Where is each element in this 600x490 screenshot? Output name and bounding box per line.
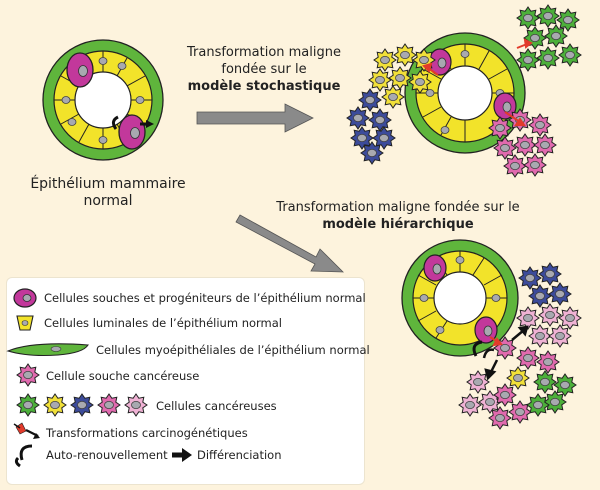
legend-differentiation: Différenciation xyxy=(197,448,282,462)
hierarchical-title-bold: modèle hiérarchique xyxy=(322,217,474,232)
stochastic-title-line1: Transformation maligne xyxy=(186,45,341,60)
stochastic-title: Transformation maligne fondée sur le mod… xyxy=(178,44,350,95)
normal-duct xyxy=(42,39,164,161)
legend-transform: Transformations carcinogénétiques xyxy=(46,426,248,440)
stochastic-title-bold: modèle stochastique xyxy=(187,79,341,94)
legend-self-renewal: Auto-renouvellement xyxy=(46,448,168,462)
hierarchical-title-line1: Transformation maligne fondée sur le xyxy=(276,200,520,215)
stochastic-model xyxy=(346,4,582,178)
legend-stem: Cellules souches et progéniteurs de l’ép… xyxy=(44,291,366,305)
legend-luminal: Cellules luminales de l’épithélium norma… xyxy=(44,316,282,330)
stochastic-arrow xyxy=(196,103,314,133)
hierarchical-arrow xyxy=(235,214,344,273)
normal-epithelium-label: Épithélium mammaire normal xyxy=(30,176,186,209)
hierarchical-title: Transformation maligne fondée sur le mod… xyxy=(253,199,543,233)
stochastic-title-line2: fondée sur le xyxy=(221,62,307,77)
hierarchical-model xyxy=(401,239,582,430)
legend-myoepithelial: Cellules myoépithéliales de l’épithélium… xyxy=(96,343,370,357)
legend-cancer-stem: Cellule souche cancéreuse xyxy=(46,369,200,383)
legend-icons xyxy=(6,288,192,468)
legend-cancer-cells: Cellules cancéreuses xyxy=(156,399,277,413)
